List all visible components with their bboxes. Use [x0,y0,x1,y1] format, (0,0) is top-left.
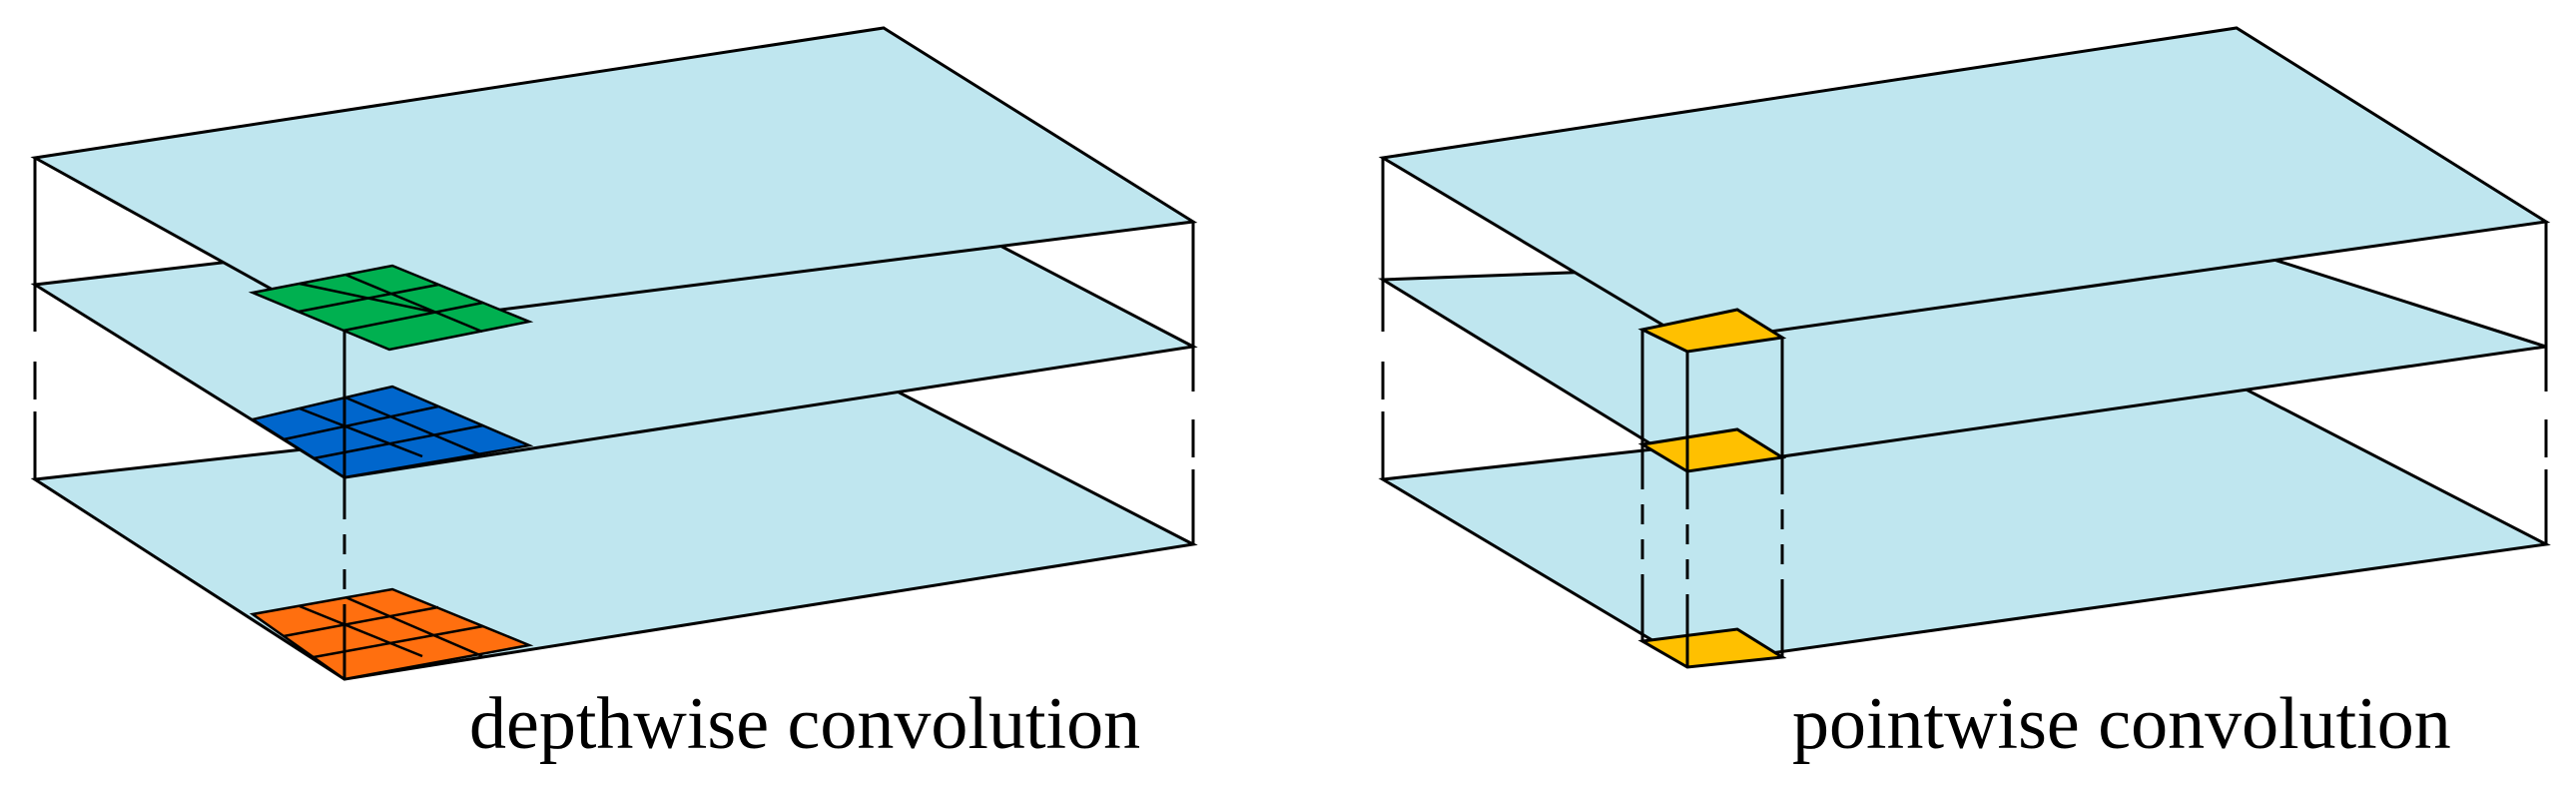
depthwise-diagram [28,26,1200,681]
pointwise-column-dashes [1640,444,1784,667]
depthwise-dashed-gaps [28,332,1200,469]
pointwise-kernel-column [1637,308,1787,669]
pointwise-caption: pointwise convolution [1792,683,2451,765]
depthwise-kernel-top [248,264,534,352]
depthwise-kernel-bottom [249,587,534,681]
depthwise-vertical-edges [33,158,1195,544]
depthwise-caption: depthwise convolution [469,683,1141,765]
pointwise-vertical-edges [1381,158,2548,544]
pointwise-dashed-gaps [1376,332,2553,469]
pointwise-diagram [1376,26,2553,669]
